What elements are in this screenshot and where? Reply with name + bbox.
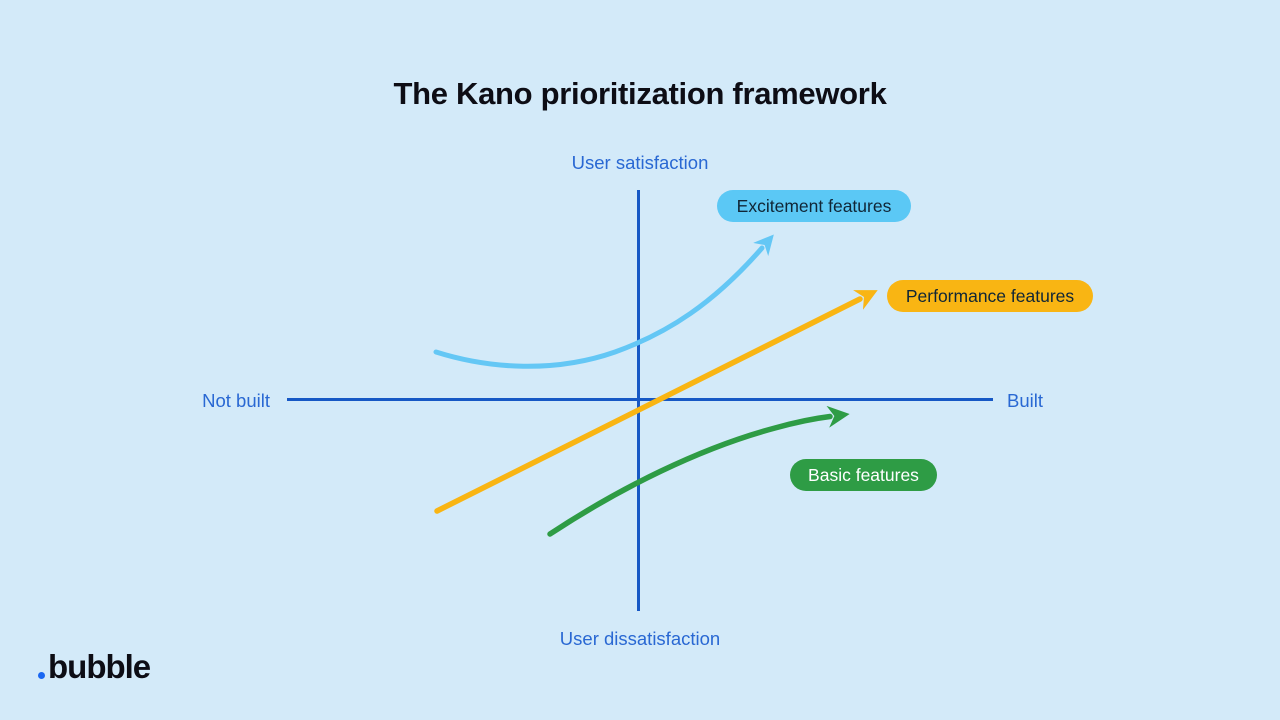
performance-line — [434, 290, 878, 514]
x-axis-negative-label: Not built — [202, 390, 270, 411]
basic-curve — [547, 405, 850, 537]
bubble-logo-text: bubble — [48, 648, 151, 685]
excitement-features-label: Excitement features — [736, 195, 892, 216]
excitement-features-badge: Excitement features — [717, 190, 911, 222]
performance-features-label: Performance features — [905, 285, 1075, 306]
y-axis-positive-label: User satisfaction — [571, 152, 709, 173]
basic-features-badge: Basic features — [790, 459, 937, 491]
page-title: The Kano prioritization framework — [393, 76, 887, 111]
x-axis-positive-label: Built — [1007, 390, 1043, 411]
bubble-logo: bubble — [38, 648, 151, 686]
excitement-curve — [433, 234, 774, 369]
basic-features-label: Basic features — [808, 464, 919, 485]
performance-features-badge: Performance features — [887, 280, 1093, 312]
y-axis-negative-label: User dissatisfaction — [559, 628, 721, 649]
bubble-logo-dot-icon — [38, 672, 45, 679]
